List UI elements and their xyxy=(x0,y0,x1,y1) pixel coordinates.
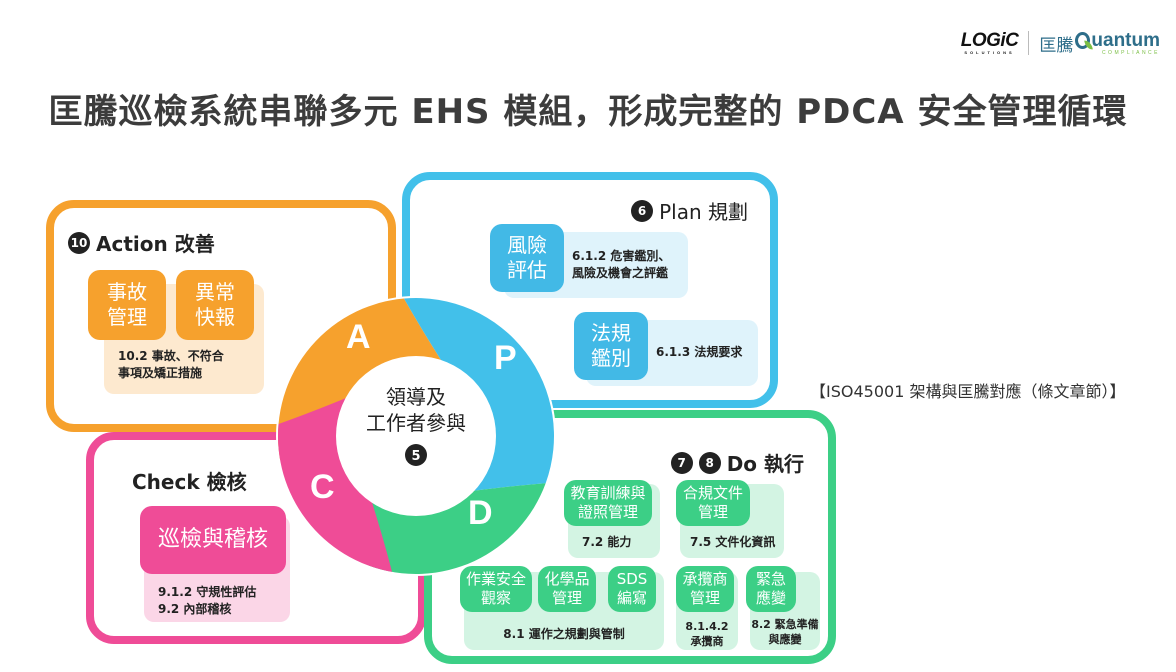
clause-badge: 8 xyxy=(698,451,721,474)
letter-a: A xyxy=(346,318,371,356)
do-heading-text: Do 執行 xyxy=(726,452,804,476)
module-anomaly-report: 異常快報 xyxy=(176,270,254,340)
clause-badge: 6 xyxy=(631,199,654,222)
letter-p: P xyxy=(494,339,517,377)
page-title: 匡騰巡檢系統串聯多元 EHS 模組，形成完整的 PDCA 安全管理循環 xyxy=(48,92,1128,132)
check-heading-text: Check 檢核 xyxy=(132,470,247,494)
module-compliance-documents: 合規文件管理 xyxy=(676,480,750,526)
logo-bar: LOGiC SOLUTIONS 匡騰 uantum COMPLIANCE xyxy=(961,30,1160,56)
cycle-segment-plan xyxy=(403,298,554,492)
pdca-cycle: A P D C 領導及 工作者參與 5 xyxy=(276,296,556,576)
logic-logo-subtext: SOLUTIONS xyxy=(964,50,1015,55)
logo-divider xyxy=(1028,31,1030,55)
letter-c: C xyxy=(310,468,335,506)
module-emergency-response: 緊急應變 xyxy=(746,566,796,612)
do-heading: 7 8 Do 執行 xyxy=(670,448,804,477)
module-risk-assessment: 風險評估 xyxy=(490,224,564,292)
quantum-logo-en: uantum xyxy=(1091,29,1160,51)
cycle-segment-do xyxy=(360,483,546,574)
check-heading: Check 檢核 xyxy=(132,466,247,495)
leaf-q-icon xyxy=(1075,31,1091,49)
clause-badge: 10 xyxy=(68,231,90,254)
module-chemical-management: 化學品管理 xyxy=(538,566,596,612)
quantum-logo-sub: COMPLIANCE xyxy=(1101,49,1160,56)
plan-panel: 6 Plan 規劃 風險評估 6.1.2 危害鑑別、 風險及機會之評鑑 法規鑑別… xyxy=(402,172,778,408)
center-badge: 5 xyxy=(411,449,420,464)
letter-d: D xyxy=(468,494,493,532)
logic-logo-text: LOGiC xyxy=(960,30,1019,51)
action-heading-text: Action 改善 xyxy=(96,232,215,256)
cycle-segment-check xyxy=(277,397,393,572)
action-panel: 10 Action 改善 事故管理 異常快報 10.2 事故、不符合 事項及矯正… xyxy=(46,200,396,432)
quantum-logo-cn: 匡騰 xyxy=(1039,35,1074,56)
module-work-safety-observation: 作業安全觀察 xyxy=(460,566,532,612)
cycle-center xyxy=(336,356,496,516)
iso-caption: 【ISO45001 架構與匡騰對應（條文章節）】 xyxy=(810,382,1126,401)
module-regulation-identification: 法規鑑別 xyxy=(574,312,648,380)
module-training-license: 教育訓練與證照管理 xyxy=(564,480,652,526)
center-line-2: 工作者參與 xyxy=(366,411,466,435)
clause-badge: 7 xyxy=(670,451,693,474)
quantum-compliance-logo: 匡騰 uantum COMPLIANCE xyxy=(1039,31,1160,56)
logic-solutions-logo: LOGiC SOLUTIONS xyxy=(961,31,1019,55)
module-inspection-audit: 巡檢與稽核 xyxy=(140,506,286,574)
center-line-1: 領導及 xyxy=(386,385,446,409)
action-heading: 10 Action 改善 xyxy=(68,228,215,257)
module-contractor-management: 承攬商管理 xyxy=(676,566,734,612)
plan-heading: 6 Plan 規劃 xyxy=(631,196,748,225)
center-badge-circle xyxy=(405,444,427,466)
module-accident-management: 事故管理 xyxy=(88,270,166,340)
plan-heading-text: Plan 規劃 xyxy=(659,200,748,224)
